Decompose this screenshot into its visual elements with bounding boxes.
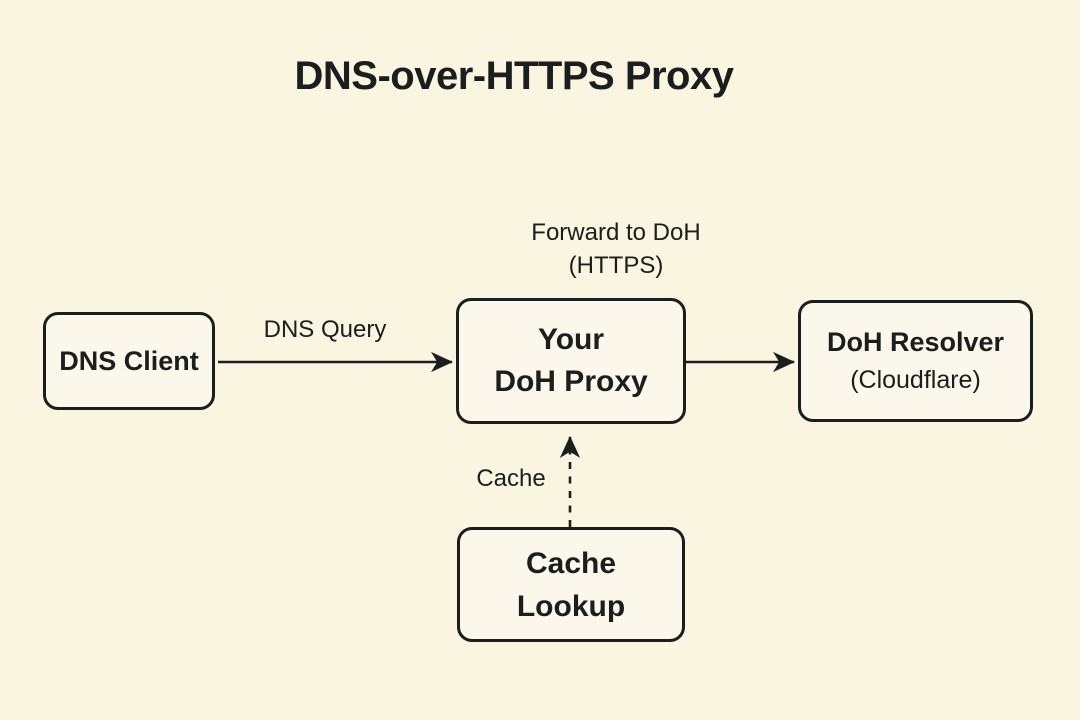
edge-label-cache: Cache [455,465,567,493]
page-title: DNS-over-HTTPS Proxy [294,54,734,98]
node-cache-lookup-label-line1: Cache [525,546,617,580]
node-dns-client-label: DNS Client [59,345,199,376]
node-dns-client: DNS Client [43,312,215,410]
node-doh-resolver: DoH Resolver (Cloudflare) [798,300,1033,422]
node-cache-lookup-label-line2: Lookup [516,589,626,623]
node-cache-lookup: Cache Lookup [457,527,685,642]
node-doh-resolver-label-line2: (Cloudflare) [850,366,981,394]
edge-label-dns-query-text: DNS Query [263,316,387,343]
edge-label-forward-line1: Forward to DoH [531,219,701,246]
node-doh-proxy: Your DoH Proxy [456,298,686,424]
edge-label-dns-query: DNS Query [245,316,405,344]
edge-label-forward-line2: (HTTPS) [568,252,664,279]
edge-label-forward: Forward to DoH (HTTPS) [466,216,766,282]
node-doh-proxy-label-line2: DoH Proxy [494,365,648,398]
edge-label-cache-text: Cache [476,465,546,492]
node-doh-resolver-label-line1: DoH Resolver [826,327,1005,357]
node-doh-proxy-label-line1: Your [537,323,605,356]
